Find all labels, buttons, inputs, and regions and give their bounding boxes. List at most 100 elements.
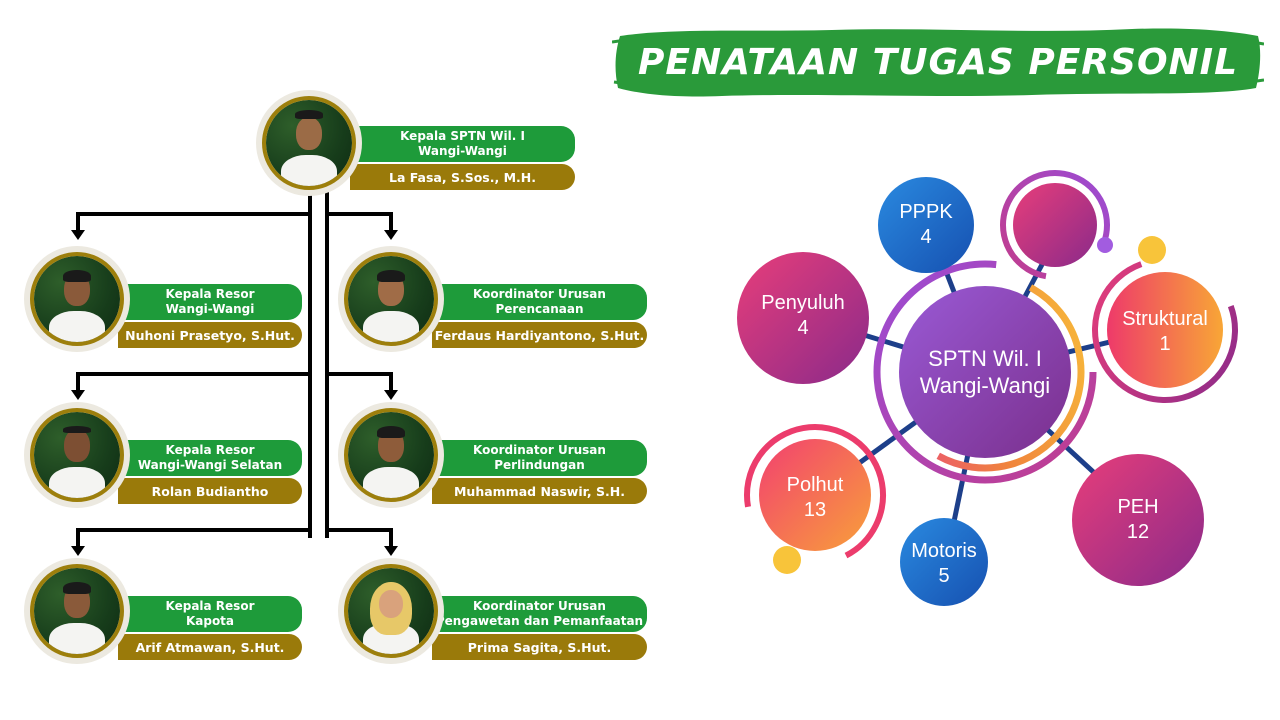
left-role-line1: Kepala Resor bbox=[165, 287, 255, 301]
avatar-right-2 bbox=[338, 402, 444, 508]
penyuluh-circle bbox=[737, 252, 869, 384]
category-count: 12 bbox=[1126, 521, 1150, 543]
avatar-left-3 bbox=[24, 558, 130, 664]
left-role-line2: Wangi-Wangi Selatan bbox=[137, 458, 283, 472]
avatar-right-1 bbox=[338, 246, 444, 352]
left-role-line1: Kepala Resor bbox=[165, 443, 255, 457]
motoris-label: Motoris 5 bbox=[896, 536, 992, 592]
connector bbox=[308, 190, 312, 538]
arrowhead bbox=[384, 230, 398, 240]
center-outer-ring bbox=[873, 260, 1097, 484]
center-circle bbox=[899, 286, 1071, 458]
personnel-diagram bbox=[737, 170, 1238, 606]
category-count: 4 bbox=[797, 317, 809, 339]
connector bbox=[325, 212, 393, 216]
right-role-line2: Perencanaan bbox=[495, 302, 584, 316]
left-role-tag-3: Kepala Resor Kapota bbox=[118, 596, 302, 632]
right-name-tag-1: Ferdaus Hardiyantono, S.Hut. bbox=[432, 322, 647, 348]
decor-dot bbox=[1097, 237, 1113, 253]
left-name: Arif Atmawan, S.Hut. bbox=[135, 639, 285, 655]
right-role-line1: Koordinator Urusan bbox=[473, 599, 606, 613]
connector bbox=[389, 212, 393, 232]
struktural-ring bbox=[1092, 257, 1238, 403]
right-name: Muhammad Naswir, S.H. bbox=[453, 483, 625, 499]
right-role-line1: Koordinator Urusan bbox=[473, 287, 606, 301]
avatar-left-1 bbox=[24, 246, 130, 352]
head-role-tag: Kepala SPTN Wil. I Wangi-Wangi bbox=[350, 126, 575, 162]
arrowhead bbox=[384, 390, 398, 400]
connector bbox=[325, 372, 393, 376]
pppk-label: PPPK 4 bbox=[886, 197, 966, 253]
category-count: 1 bbox=[1159, 333, 1171, 355]
polhut-circle bbox=[759, 439, 871, 551]
head-role-line2: Wangi-Wangi bbox=[418, 144, 507, 158]
left-name-tag-2: Rolan Budiantho bbox=[118, 478, 302, 504]
left-role-tag-1: Kepala Resor Wangi-Wangi bbox=[118, 284, 302, 320]
polhut-label: Polhut 13 bbox=[765, 468, 865, 528]
right-name-tag-3: Prima Sagita, S.Hut. bbox=[432, 634, 647, 660]
category-count: 5 bbox=[938, 565, 950, 587]
arrowhead bbox=[384, 546, 398, 556]
left-role-line2: Wangi-Wangi bbox=[165, 302, 255, 316]
right-name: Prima Sagita, S.Hut. bbox=[467, 639, 612, 655]
center-label: SPTN Wil. I Wangi-Wangi bbox=[905, 330, 1065, 414]
category-count: 13 bbox=[803, 499, 827, 521]
left-name-tag-1: Nuhoni Prasetyo, S.Hut. bbox=[118, 322, 302, 348]
category-label: Polhut bbox=[786, 474, 844, 496]
motoris-circle bbox=[900, 518, 988, 606]
right-role-tag-1: Koordinator Urusan Perencanaan bbox=[432, 284, 647, 320]
center-label-line1: SPTN Wil. I bbox=[928, 345, 1042, 371]
category-count: 4 bbox=[920, 226, 932, 248]
left-role-line2: Kapota bbox=[185, 614, 235, 628]
arrowhead bbox=[71, 546, 85, 556]
right-role-tag-2: Koordinator Urusan Perlindungan bbox=[432, 440, 647, 476]
right-name: Ferdaus Hardiyantono, S.Hut. bbox=[434, 327, 645, 343]
connector bbox=[325, 190, 329, 538]
title-banner: PENATAAN TUGAS PERSONIL bbox=[612, 22, 1264, 102]
brush-stroke-background bbox=[612, 28, 1264, 97]
decor-circle bbox=[1013, 183, 1097, 267]
polhut-dot bbox=[773, 546, 801, 574]
connector bbox=[76, 212, 312, 216]
head-name-tag: La Fasa, S.Sos., M.H. bbox=[350, 164, 575, 190]
connector bbox=[76, 372, 312, 376]
center-mid-ring bbox=[885, 272, 1085, 472]
category-label: Penyuluh bbox=[761, 292, 845, 314]
right-name-tag-2: Muhammad Naswir, S.H. bbox=[432, 478, 647, 504]
avatar-left-2 bbox=[24, 402, 130, 508]
avatar-head bbox=[256, 90, 362, 196]
connector bbox=[76, 212, 80, 232]
left-role-line1: Kepala Resor bbox=[165, 599, 255, 613]
connector bbox=[76, 528, 80, 548]
head-role-line1: Kepala SPTN Wil. I bbox=[400, 129, 525, 143]
connector bbox=[76, 372, 80, 392]
page-title: PENATAAN TUGAS PERSONIL bbox=[637, 41, 1239, 83]
left-name-tag-3: Arif Atmawan, S.Hut. bbox=[118, 634, 302, 660]
pppk-circle bbox=[878, 177, 974, 273]
struktural-circle bbox=[1107, 272, 1223, 388]
arrowhead bbox=[71, 390, 85, 400]
connector bbox=[389, 528, 393, 548]
peh-label: PEH 12 bbox=[1088, 490, 1188, 550]
connector bbox=[76, 528, 312, 532]
left-name: Rolan Budiantho bbox=[151, 483, 269, 499]
category-label: Struktural bbox=[1122, 308, 1208, 330]
category-label: Motoris bbox=[911, 540, 977, 562]
center-label-line2: Wangi-Wangi bbox=[919, 373, 1051, 398]
right-role-tag-3: Koordinator Urusan Pengawetan dan Pemanf… bbox=[432, 596, 647, 632]
left-role-tag-2: Kepala Resor Wangi-Wangi Selatan bbox=[118, 440, 302, 476]
connector bbox=[389, 372, 393, 392]
right-role-line2: Pengawetan dan Pemanfaatan bbox=[435, 614, 644, 628]
connector bbox=[325, 528, 393, 532]
avatar-right-3 bbox=[338, 558, 444, 664]
right-role-line2: Perlindungan bbox=[494, 458, 585, 472]
category-label: PPPK bbox=[899, 201, 953, 223]
left-name: Nuhoni Prasetyo, S.Hut. bbox=[125, 327, 295, 343]
struktural-dot bbox=[1138, 236, 1166, 264]
head-name: La Fasa, S.Sos., M.H. bbox=[389, 169, 536, 185]
struktural-label: Struktural 1 bbox=[1110, 302, 1220, 362]
penyuluh-label: Penyuluh 4 bbox=[743, 286, 863, 346]
polhut-ring bbox=[743, 424, 886, 566]
arrowhead bbox=[71, 230, 85, 240]
